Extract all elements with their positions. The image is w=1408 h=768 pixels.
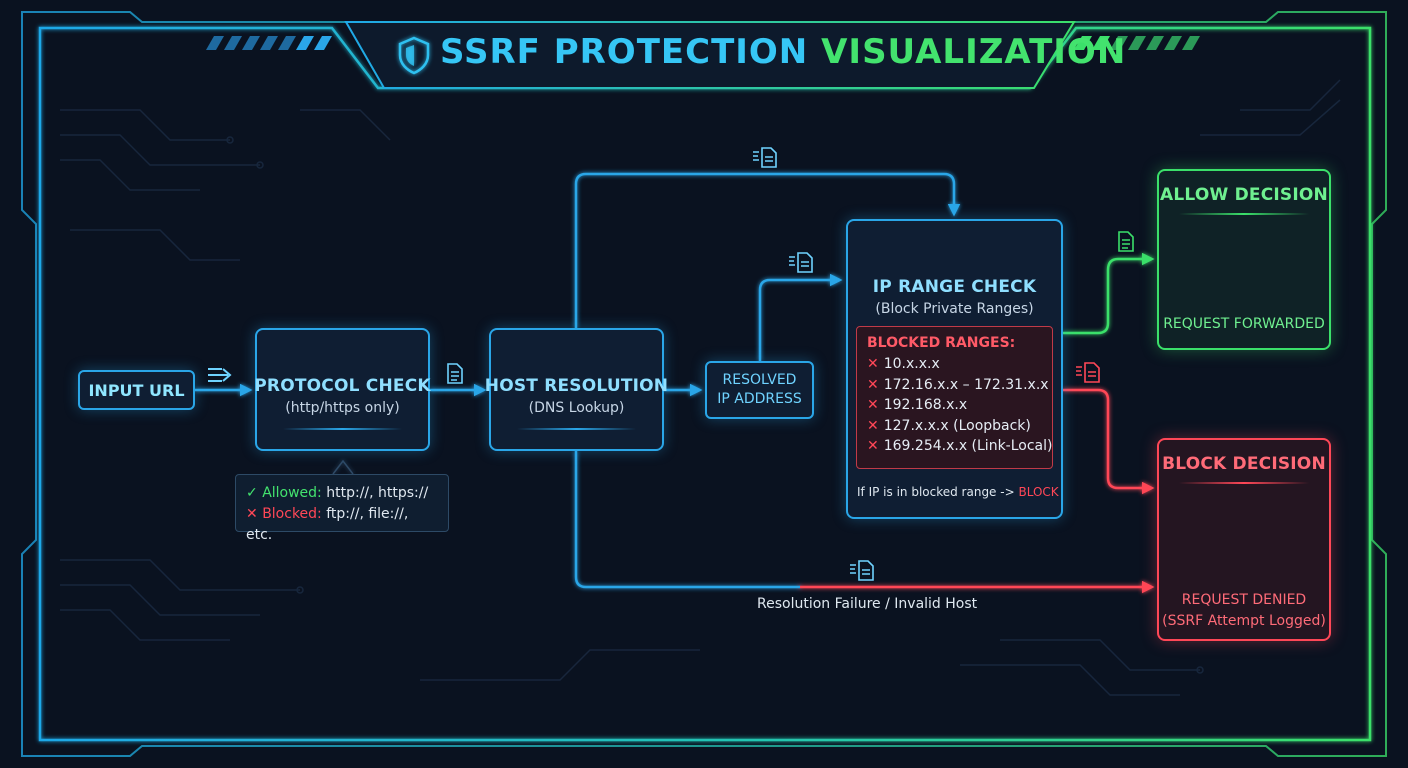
title-part-1: SSRF PROTECTION bbox=[440, 32, 809, 72]
page-title: SSRF PROTECTION VISUALIZATION bbox=[440, 32, 1126, 72]
rule-note-action: BLOCK bbox=[1018, 485, 1059, 499]
protocol-check-subtitle: (http/https only) bbox=[285, 400, 400, 416]
host-resolution-title: HOST RESOLUTION bbox=[484, 376, 669, 396]
block-decision-result: REQUEST DENIED (SSRF Attempt Logged) bbox=[1162, 590, 1326, 632]
document-icon bbox=[850, 560, 874, 581]
blocked-value: ftp://, file://, etc. bbox=[246, 506, 409, 543]
rule-note-text: If IP is in blocked range -> bbox=[857, 485, 1015, 499]
connector-iprange-to-allow bbox=[1063, 252, 1155, 335]
title-plate bbox=[344, 21, 1076, 89]
document-icon bbox=[1076, 362, 1100, 383]
protocol-check-title: PROTOCOL CHECK bbox=[254, 376, 431, 396]
protocol-note: ✓ Allowed: http://, https:// ✕ Blocked: … bbox=[235, 474, 449, 543]
block-result-line-1: REQUEST DENIED bbox=[1181, 592, 1307, 608]
allow-decision-divider bbox=[1179, 213, 1309, 215]
check-icon: ✓ bbox=[246, 485, 258, 501]
title-stripes-left bbox=[206, 36, 332, 50]
allowed-key: Allowed: bbox=[262, 485, 322, 501]
x-icon: ✕ bbox=[867, 397, 879, 413]
ip-range-check-subtitle: (Block Private Ranges) bbox=[875, 301, 1034, 317]
connector-resolved-to-iprange bbox=[758, 273, 843, 361]
host-resolution-divider bbox=[516, 428, 637, 430]
protocol-check-divider bbox=[282, 428, 403, 430]
document-icon bbox=[447, 363, 463, 384]
block-decision-title: BLOCK DECISION bbox=[1162, 454, 1326, 474]
title-part-2: VISUALIZATION bbox=[821, 32, 1127, 72]
protocol-check-node: PROTOCOL CHECK (http/https only) bbox=[254, 328, 431, 451]
document-icon bbox=[1118, 231, 1134, 252]
host-resolution-subtitle: (DNS Lookup) bbox=[528, 400, 625, 416]
block-rule-note: If IP is in blocked range -> BLOCK bbox=[857, 485, 1059, 499]
block-result-line-2: (SSRF Attempt Logged) bbox=[1162, 613, 1326, 629]
allow-decision-result: REQUEST FORWARDED bbox=[1163, 316, 1325, 332]
blocked-protocols-row: ✕ Blocked: ftp://, file://, etc. bbox=[246, 504, 438, 546]
resolved-ip-line-2: IP ADDRESS bbox=[717, 391, 802, 407]
connector-failure-path bbox=[574, 451, 800, 589]
document-icon bbox=[789, 252, 813, 273]
title-stripes-right bbox=[1074, 36, 1200, 50]
x-icon: ✕ bbox=[246, 506, 258, 522]
connectors bbox=[195, 172, 1155, 594]
blocked-ranges-title: BLOCKED RANGES: bbox=[867, 335, 1016, 351]
circuit-decoration bbox=[60, 79, 1341, 696]
input-url-label: INPUT URL bbox=[88, 380, 185, 400]
failure-path-label: Resolution Failure / Invalid Host bbox=[757, 596, 978, 612]
blocked-range-item: ✕10.x.x.x bbox=[867, 356, 940, 372]
x-icon: ✕ bbox=[867, 356, 879, 372]
shield-icon bbox=[398, 36, 430, 75]
blocked-range-item: ✕192.168.x.x bbox=[867, 397, 968, 413]
allowed-value: http://, https:// bbox=[326, 485, 429, 501]
block-decision-node: BLOCK DECISION REQUEST DENIED (SSRF Atte… bbox=[1157, 438, 1331, 641]
blocked-ranges-panel: BLOCKED RANGES: ✕10.x.x.x ✕172.16.x.x – … bbox=[856, 326, 1053, 469]
allowed-protocols-row: ✓ Allowed: http://, https:// bbox=[246, 483, 438, 504]
blocked-range-item: ✕169.254.x.x (Link-Local) bbox=[867, 438, 1053, 454]
connector-host-to-iprange-top bbox=[574, 172, 961, 328]
allow-decision-node: ALLOW DECISION REQUEST FORWARDED bbox=[1157, 169, 1331, 350]
blocked-key: Blocked: bbox=[262, 506, 322, 522]
block-decision-divider bbox=[1179, 482, 1309, 484]
x-icon: ✕ bbox=[867, 417, 879, 434]
arrow-icon bbox=[208, 368, 232, 382]
resolved-ip-node: RESOLVED IP ADDRESS bbox=[705, 361, 814, 419]
x-icon: ✕ bbox=[867, 376, 879, 393]
note-pointer bbox=[332, 459, 354, 475]
outer-frame bbox=[21, 11, 1387, 757]
host-resolution-node: HOST RESOLUTION (DNS Lookup) bbox=[485, 328, 668, 451]
resolved-ip-line-1: RESOLVED bbox=[722, 372, 797, 388]
connector-iprange-to-block bbox=[1063, 388, 1155, 495]
input-url-node: INPUT URL bbox=[78, 370, 195, 410]
x-icon: ✕ bbox=[867, 438, 879, 454]
blocked-range-item: ✕172.16.x.x – 172.31.x.x bbox=[867, 376, 1049, 393]
document-icon bbox=[753, 147, 777, 168]
blocked-range-item: ✕127.x.x.x (Loopback) bbox=[867, 417, 1031, 434]
ip-range-check-title: IP RANGE CHECK bbox=[872, 277, 1037, 297]
allow-decision-title: ALLOW DECISION bbox=[1160, 185, 1328, 205]
